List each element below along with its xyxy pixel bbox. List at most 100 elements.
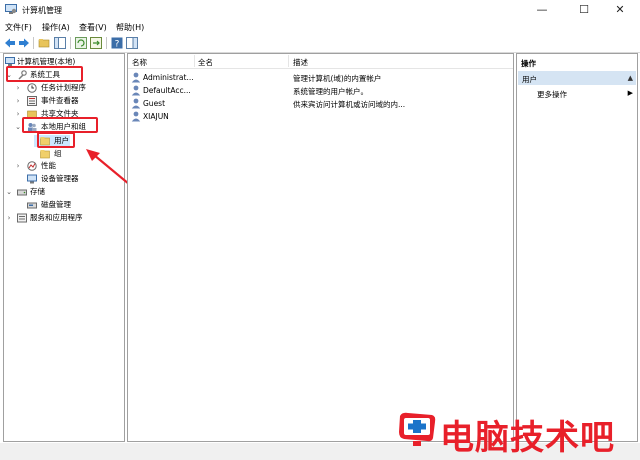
- collapse-up-icon[interactable]: ▲: [627, 74, 633, 82]
- tree-item-users[interactable]: 用户: [40, 135, 123, 147]
- tree-label: 磁盘管理: [41, 200, 71, 209]
- annotation-box-system-tools: [6, 66, 83, 82]
- user-list-pane[interactable]: 名称 全名 描述 Administrat... 管理计算机(域)的内置帐户 De…: [127, 53, 514, 442]
- tree-label: 设备管理器: [41, 174, 79, 183]
- event-viewer-icon: [27, 96, 37, 106]
- tree-item-performance[interactable]: › 性能: [14, 160, 123, 172]
- tree-label: 系统工具: [30, 70, 60, 79]
- chevron-right-icon[interactable]: ›: [16, 162, 20, 170]
- user-name: Administrat...: [143, 73, 193, 82]
- back-arrow-icon[interactable]: [4, 37, 16, 49]
- chevron-right-icon[interactable]: ›: [16, 110, 20, 118]
- monitor-cross-icon: [399, 412, 436, 446]
- chevron-down-icon[interactable]: ⌄: [6, 188, 12, 196]
- window-title: 计算机管理: [22, 6, 62, 15]
- tree-label: 服务和应用程序: [30, 213, 83, 222]
- annotation-box-local-users: [22, 117, 98, 133]
- minimize-button[interactable]: —: [536, 3, 548, 16]
- users-group-icon: [28, 123, 37, 132]
- device-manager-icon: [27, 174, 37, 184]
- submenu-arrow-icon[interactable]: ▶: [627, 89, 633, 97]
- folder-icon: [40, 150, 50, 159]
- table-row[interactable]: Guest 供来宾访问计算机或访问域的内...: [128, 97, 513, 110]
- refresh-icon[interactable]: [75, 37, 87, 49]
- user-name: XIAJUN: [143, 112, 169, 121]
- column-divider[interactable]: [288, 55, 289, 67]
- chevron-right-icon[interactable]: ›: [16, 84, 20, 92]
- table-row[interactable]: XIAJUN: [128, 110, 513, 123]
- clock-icon: [27, 83, 37, 93]
- chevron-down-icon[interactable]: ⌄: [15, 123, 21, 131]
- user-name: DefaultAcc...: [143, 86, 191, 95]
- user-icon: [131, 111, 141, 122]
- up-folder-icon[interactable]: [38, 37, 50, 49]
- toolbar: ?: [0, 34, 640, 53]
- title-bar: 计算机管理 — ☐ ✕: [0, 0, 640, 20]
- tree-label: 存储: [30, 187, 45, 196]
- tree-item-local-users-groups[interactable]: ⌄ 本地用户和组: [14, 121, 123, 133]
- help-icon[interactable]: ?: [111, 37, 123, 49]
- export-list-icon[interactable]: [90, 37, 102, 49]
- menu-file[interactable]: 文件(F): [5, 23, 32, 32]
- tree-item-storage[interactable]: ⌄ 存储: [5, 186, 123, 198]
- watermark-logo: 电脑技术吧: [392, 406, 637, 458]
- actions-pane: 操作 用户 ▲ 更多操作 ▶: [516, 53, 638, 442]
- list-header: 名称 全名 描述: [128, 54, 513, 69]
- toolbar-separator: [70, 37, 71, 49]
- chevron-right-icon[interactable]: ›: [7, 214, 11, 222]
- tree-item-task-scheduler[interactable]: › 任务计划程序: [14, 82, 123, 94]
- status-bar: [0, 443, 640, 460]
- maximize-button[interactable]: ☐: [579, 3, 589, 16]
- disk-icon: [27, 202, 37, 209]
- storage-icon: [17, 189, 27, 196]
- performance-icon: [27, 161, 37, 171]
- user-description: 系统管理的用户帐户。: [293, 87, 368, 96]
- tree-label: 计算机管理(本地): [17, 57, 76, 66]
- user-icon: [131, 72, 141, 83]
- column-divider[interactable]: [194, 55, 195, 67]
- menu-view[interactable]: 查看(V): [79, 23, 107, 32]
- tree-label: 组: [54, 149, 62, 158]
- show-hide-tree-icon[interactable]: [54, 37, 66, 49]
- close-button[interactable]: ✕: [615, 3, 625, 16]
- tree-label: 用户: [54, 136, 69, 145]
- tree-item-system-tools[interactable]: ⌄ 系统工具: [5, 69, 123, 81]
- actions-section-label: 用户: [522, 75, 537, 84]
- user-description: 供来宾访问计算机或访问域的内...: [293, 100, 406, 109]
- tree-label: 共享文件夹: [41, 109, 79, 118]
- menu-action[interactable]: 操作(A): [42, 23, 70, 32]
- svg-text:?: ?: [115, 40, 120, 50]
- tree-item-disk-management[interactable]: 磁盘管理: [14, 199, 123, 211]
- tree-label: 性能: [41, 161, 56, 170]
- tree-label: 本地用户和组: [41, 122, 86, 131]
- column-header-name[interactable]: 名称: [132, 58, 147, 67]
- tree-label: 事件查看器: [41, 96, 79, 105]
- user-icon: [131, 85, 141, 96]
- computer-management-icon: [5, 57, 15, 66]
- menu-help[interactable]: 帮助(H): [116, 23, 145, 32]
- tree-item-event-viewer[interactable]: › 事件查看器: [14, 95, 123, 107]
- tree-item-groups[interactable]: 组: [40, 148, 123, 160]
- table-row[interactable]: Administrat... 管理计算机(域)的内置帐户: [128, 71, 513, 84]
- chevron-right-icon[interactable]: ›: [16, 97, 20, 105]
- annotation-box-users: [37, 132, 75, 148]
- user-name: Guest: [143, 99, 166, 108]
- toolbar-separator: [33, 37, 34, 49]
- column-header-description[interactable]: 描述: [293, 58, 308, 67]
- show-action-pane-icon[interactable]: [126, 37, 138, 49]
- tools-icon: [18, 70, 27, 80]
- actions-section-users[interactable]: 用户 ▲: [518, 71, 636, 85]
- tree-item-device-manager[interactable]: 设备管理器: [14, 173, 123, 185]
- column-header-fullname[interactable]: 全名: [198, 58, 213, 67]
- tree-label: 任务计划程序: [41, 83, 86, 92]
- watermark-text: 电脑技术吧: [440, 418, 615, 458]
- more-actions-link[interactable]: 更多操作: [537, 90, 567, 99]
- toolbar-separator: [106, 37, 107, 49]
- tree-item-services-apps[interactable]: › 服务和应用程序: [5, 212, 123, 224]
- table-row[interactable]: DefaultAcc... 系统管理的用户帐户。: [128, 84, 513, 97]
- tree-item-root[interactable]: 计算机管理(本地): [5, 56, 123, 68]
- forward-arrow-icon[interactable]: [18, 37, 30, 49]
- chevron-down-icon[interactable]: ⌄: [6, 71, 12, 79]
- user-description: 管理计算机(域)的内置帐户: [293, 74, 382, 83]
- services-icon: [17, 213, 27, 223]
